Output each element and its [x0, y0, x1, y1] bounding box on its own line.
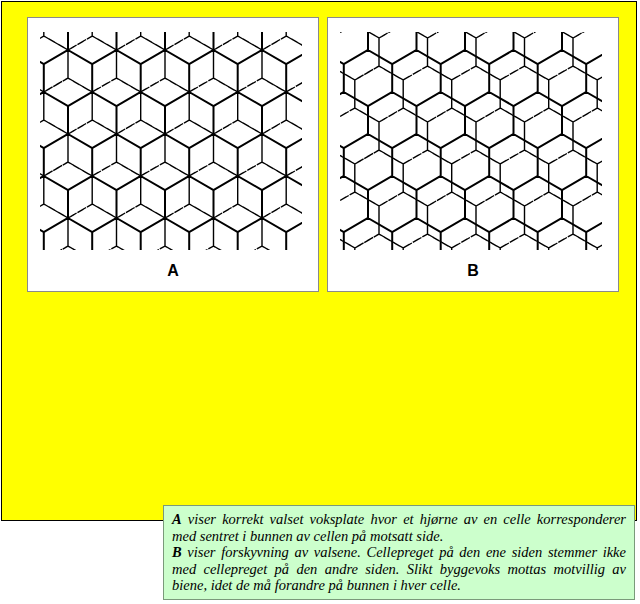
panel-label: B [328, 262, 618, 280]
caption-paragraph: B viser forskyvning av valsene. Cellepre… [172, 544, 626, 594]
caption-text: viser korrekt valset voksplate hvor et h… [172, 511, 626, 544]
solid-cells-front [40, 32, 302, 250]
figure-panel: B [327, 17, 619, 292]
honeycomb-illustration [28, 18, 318, 291]
panel-label: A [28, 262, 318, 280]
solid-cells-front [340, 32, 602, 250]
caption-letter: B [172, 544, 182, 560]
honeycomb-illustration [328, 18, 618, 291]
hex-group [340, 32, 602, 250]
caption-paragraph: A viser korrekt valset voksplate hvor et… [172, 511, 626, 544]
figure-panel: A [27, 17, 319, 292]
caption-letter: A [172, 511, 182, 527]
caption-box: A viser korrekt valset voksplate hvor et… [163, 505, 635, 600]
caption-text: viser forskyvning av valsene. Celleprege… [172, 544, 626, 593]
hex-group [40, 32, 302, 250]
